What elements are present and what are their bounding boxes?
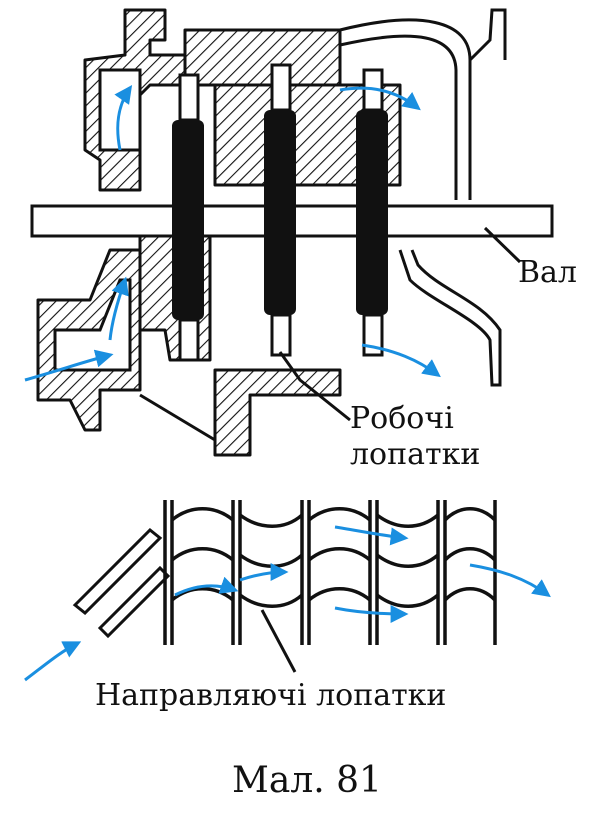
housing-base	[213, 368, 342, 457]
figure-caption: Мал. 81	[232, 760, 382, 801]
guide-plate	[139, 393, 216, 442]
vane-curves	[170, 507, 497, 608]
flow-arrow-lower-1	[174, 576, 239, 597]
rails	[163, 500, 497, 645]
working-blades-label-2: лопатки	[350, 437, 480, 472]
shaft-label: Вал	[518, 255, 577, 290]
outer-casing	[339, 18, 472, 200]
turbine-section: Вал Робочі лопатки	[24, 8, 577, 472]
flow-arrow-lower-inlet	[24, 641, 82, 682]
flow-arrow-up	[108, 276, 129, 341]
working-blades-leader	[278, 351, 351, 422]
blade-hub-2	[270, 63, 292, 112]
casing-right-edge	[468, 8, 507, 62]
blade-hub-5	[270, 313, 292, 357]
flow-arrow-inlet	[114, 85, 133, 151]
rotor-blade-3	[356, 110, 388, 315]
blade-rows: Направляючі лопатки	[24, 500, 551, 713]
flow-arrow-lower-4	[334, 604, 409, 623]
outer-casing-lower	[398, 249, 502, 387]
blade-hub-4	[178, 318, 200, 362]
rotor-disk-hub	[213, 83, 402, 187]
guide-blades-label: Направляючі лопатки	[95, 678, 446, 713]
flow-arrow-outlet-left	[24, 349, 114, 382]
housing-top	[183, 28, 342, 87]
flow-arrow-bottom-right	[361, 343, 441, 378]
inlet-nozzle	[72, 527, 171, 639]
shaft-leader	[483, 226, 522, 264]
working-blades-label-1: Робочі	[350, 401, 454, 436]
rotor-blade-2	[264, 110, 296, 315]
flow-arrow-lower-out	[469, 563, 551, 598]
flow-arrow-lower-2	[239, 563, 289, 582]
flow-arrow-lower-3	[334, 525, 409, 546]
rotor-blade-1	[172, 120, 204, 320]
blade-hub-1	[178, 73, 200, 122]
guide-blades-leader	[260, 609, 297, 673]
flow-arrow-top-right	[339, 86, 421, 111]
